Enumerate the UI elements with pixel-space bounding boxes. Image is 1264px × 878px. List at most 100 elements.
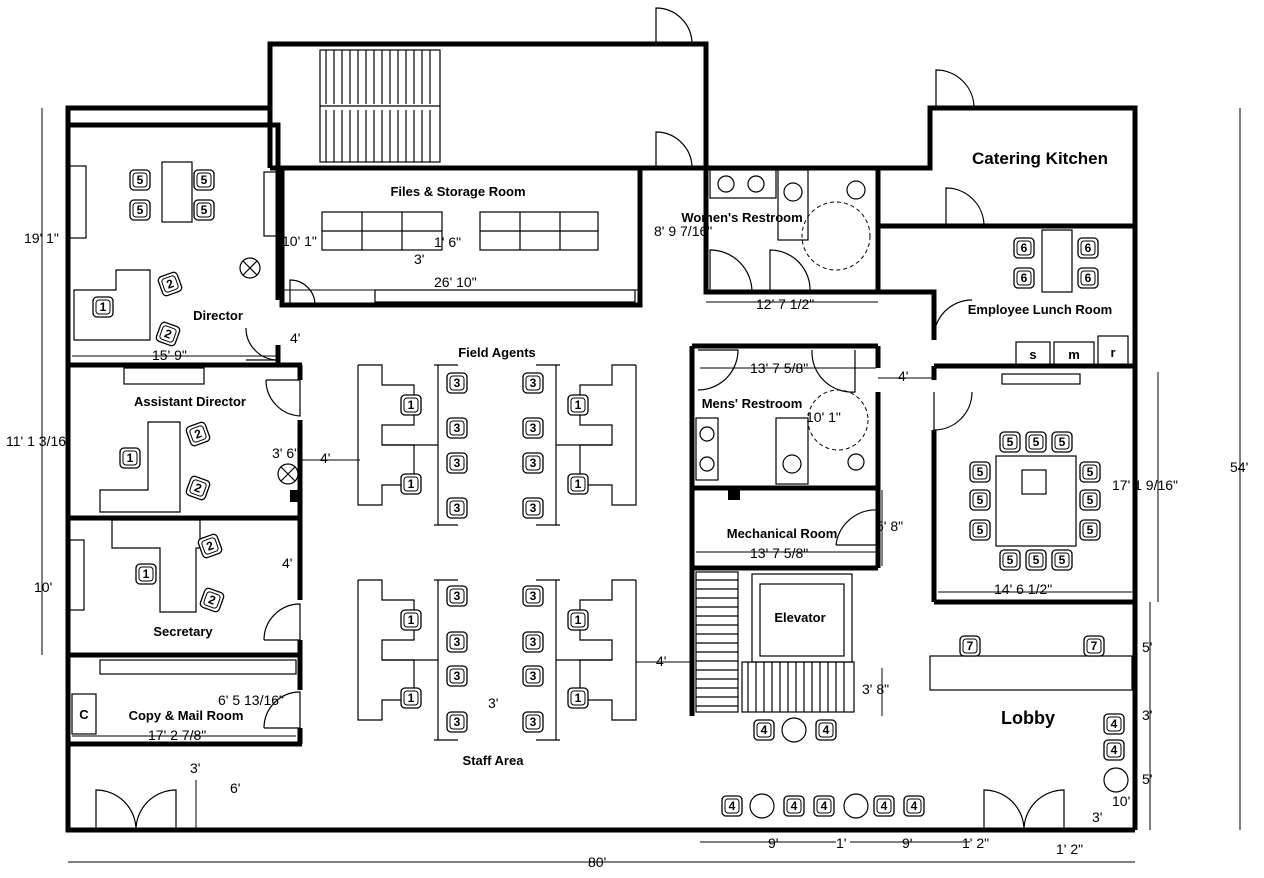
dim-6-5: 6' 5 13/16" [218, 692, 284, 708]
dim-13-7a: 13' 7 5/8" [750, 360, 808, 376]
dim-26-10: 26' 10" [434, 274, 477, 290]
chair-icon: 3 [446, 711, 468, 733]
dim-3c: 3' [1142, 707, 1152, 723]
chair-icon: 4 [903, 795, 925, 817]
svg-text:5: 5 [1087, 465, 1094, 479]
svg-text:3: 3 [530, 421, 537, 435]
dim-3-8: 3' 8" [862, 681, 889, 697]
svg-text:4: 4 [823, 723, 830, 737]
label-director: Director [193, 308, 243, 323]
chair-icon: 3 [446, 585, 468, 607]
cubicles [357, 364, 637, 741]
svg-text:6: 6 [1021, 271, 1028, 285]
svg-text:6: 6 [1021, 241, 1028, 255]
dim-4b: 4' [898, 368, 908, 384]
chair-icon: 5 [1025, 549, 1047, 571]
chair-icon: 3 [446, 417, 468, 439]
chair-icon: 3 [522, 585, 544, 607]
chair-icon: 1 [567, 394, 589, 416]
chair-icon: 4 [873, 795, 895, 817]
label-microwave: m [1068, 347, 1080, 362]
svg-text:1: 1 [575, 477, 582, 491]
chair-icon: 3 [446, 665, 468, 687]
dim-1-2b: 1' 2" [1056, 841, 1083, 857]
svg-text:5: 5 [137, 173, 144, 187]
svg-text:3: 3 [454, 501, 461, 515]
chair-icon: 1 [400, 687, 422, 709]
dim-17-2: 17' 2 7/8" [148, 727, 206, 743]
dim-9b: 9' [902, 835, 912, 851]
dim-9a: 9' [768, 835, 778, 851]
label-catering-kitchen: Catering Kitchen [972, 149, 1108, 168]
cubicle-cluster [536, 579, 637, 741]
label-womens-restroom: Women's Restroom [681, 210, 802, 225]
cubicle-cluster [357, 579, 458, 741]
chair-icon: 3 [446, 631, 468, 653]
svg-text:1: 1 [143, 567, 150, 581]
svg-text:1: 1 [408, 691, 415, 705]
svg-text:4: 4 [761, 723, 768, 737]
svg-text:6: 6 [1085, 241, 1092, 255]
dim-8-9: 8' 9 7/16" [654, 223, 712, 239]
chair-icon: 4 [815, 719, 837, 741]
chair-icon: 1 [119, 447, 141, 469]
chair-icon: 7 [959, 635, 981, 657]
chair-icon: 3 [522, 497, 544, 519]
svg-text:2: 2 [206, 592, 217, 608]
dim-54: 54' [1230, 459, 1248, 475]
label-assistant-director: Assistant Director [134, 394, 246, 409]
cubicle-cluster [536, 364, 637, 526]
label-mens-restroom: Mens' Restroom [702, 396, 803, 411]
svg-text:1: 1 [408, 613, 415, 627]
svg-text:5: 5 [1007, 435, 1014, 449]
svg-text:4: 4 [821, 799, 828, 813]
svg-text:4: 4 [911, 799, 918, 813]
upper-stairs [319, 49, 441, 163]
svg-text:5: 5 [977, 493, 984, 507]
svg-text:3: 3 [530, 456, 537, 470]
dim-17-1: 17' 1 9/16" [1112, 477, 1178, 493]
dim-3a: 3' [414, 251, 424, 267]
dim-12-7: 12' 7 1/2" [756, 296, 814, 312]
dim-14-6: 14' 6 1/2" [994, 581, 1052, 597]
svg-text:1: 1 [575, 613, 582, 627]
svg-text:4: 4 [1111, 743, 1118, 757]
label-fridge: r [1110, 345, 1115, 360]
dim-4c: 4' [320, 450, 330, 466]
chair-icon: 6 [1077, 267, 1099, 289]
svg-text:4: 4 [1111, 717, 1118, 731]
chair-icon: 5 [999, 549, 1021, 571]
svg-text:3: 3 [530, 669, 537, 683]
svg-text:4: 4 [791, 799, 798, 813]
chair-icon: 1 [567, 687, 589, 709]
label-employee-lunch: Employee Lunch Room [968, 302, 1112, 317]
chair-icon: 5 [129, 199, 151, 221]
svg-text:6: 6 [1085, 271, 1092, 285]
svg-text:1: 1 [408, 477, 415, 491]
chair-icon: 2 [184, 420, 212, 448]
svg-text:3: 3 [454, 421, 461, 435]
dim-15-9: 15' 9" [152, 347, 187, 363]
chair-icon: 4 [783, 795, 805, 817]
chair-icon: 5 [193, 169, 215, 191]
chair-icon: 4 [1103, 739, 1125, 761]
svg-text:5: 5 [1087, 493, 1094, 507]
chair-icon: 4 [753, 719, 775, 741]
dimension-lines [41, 108, 1241, 863]
chair-icon: 7 [1083, 635, 1105, 657]
svg-text:3: 3 [454, 589, 461, 603]
chair-icon: 4 [813, 795, 835, 817]
svg-text:1: 1 [100, 300, 107, 314]
svg-text:5: 5 [977, 465, 984, 479]
dim-4d: 4' [282, 555, 292, 571]
chair-icon: 1 [92, 296, 114, 318]
dim-10-1b: 10' 1" [806, 409, 841, 425]
chair-icon: 2 [198, 586, 226, 614]
svg-text:3: 3 [530, 589, 537, 603]
chair-icon: 5 [1079, 489, 1101, 511]
svg-text:5: 5 [201, 173, 208, 187]
chair-icon: 2 [156, 270, 184, 298]
dim-10-1a: 10' 1" [282, 233, 317, 249]
chair-icon: 1 [400, 609, 422, 631]
dim-3e: 3' [1092, 809, 1102, 825]
